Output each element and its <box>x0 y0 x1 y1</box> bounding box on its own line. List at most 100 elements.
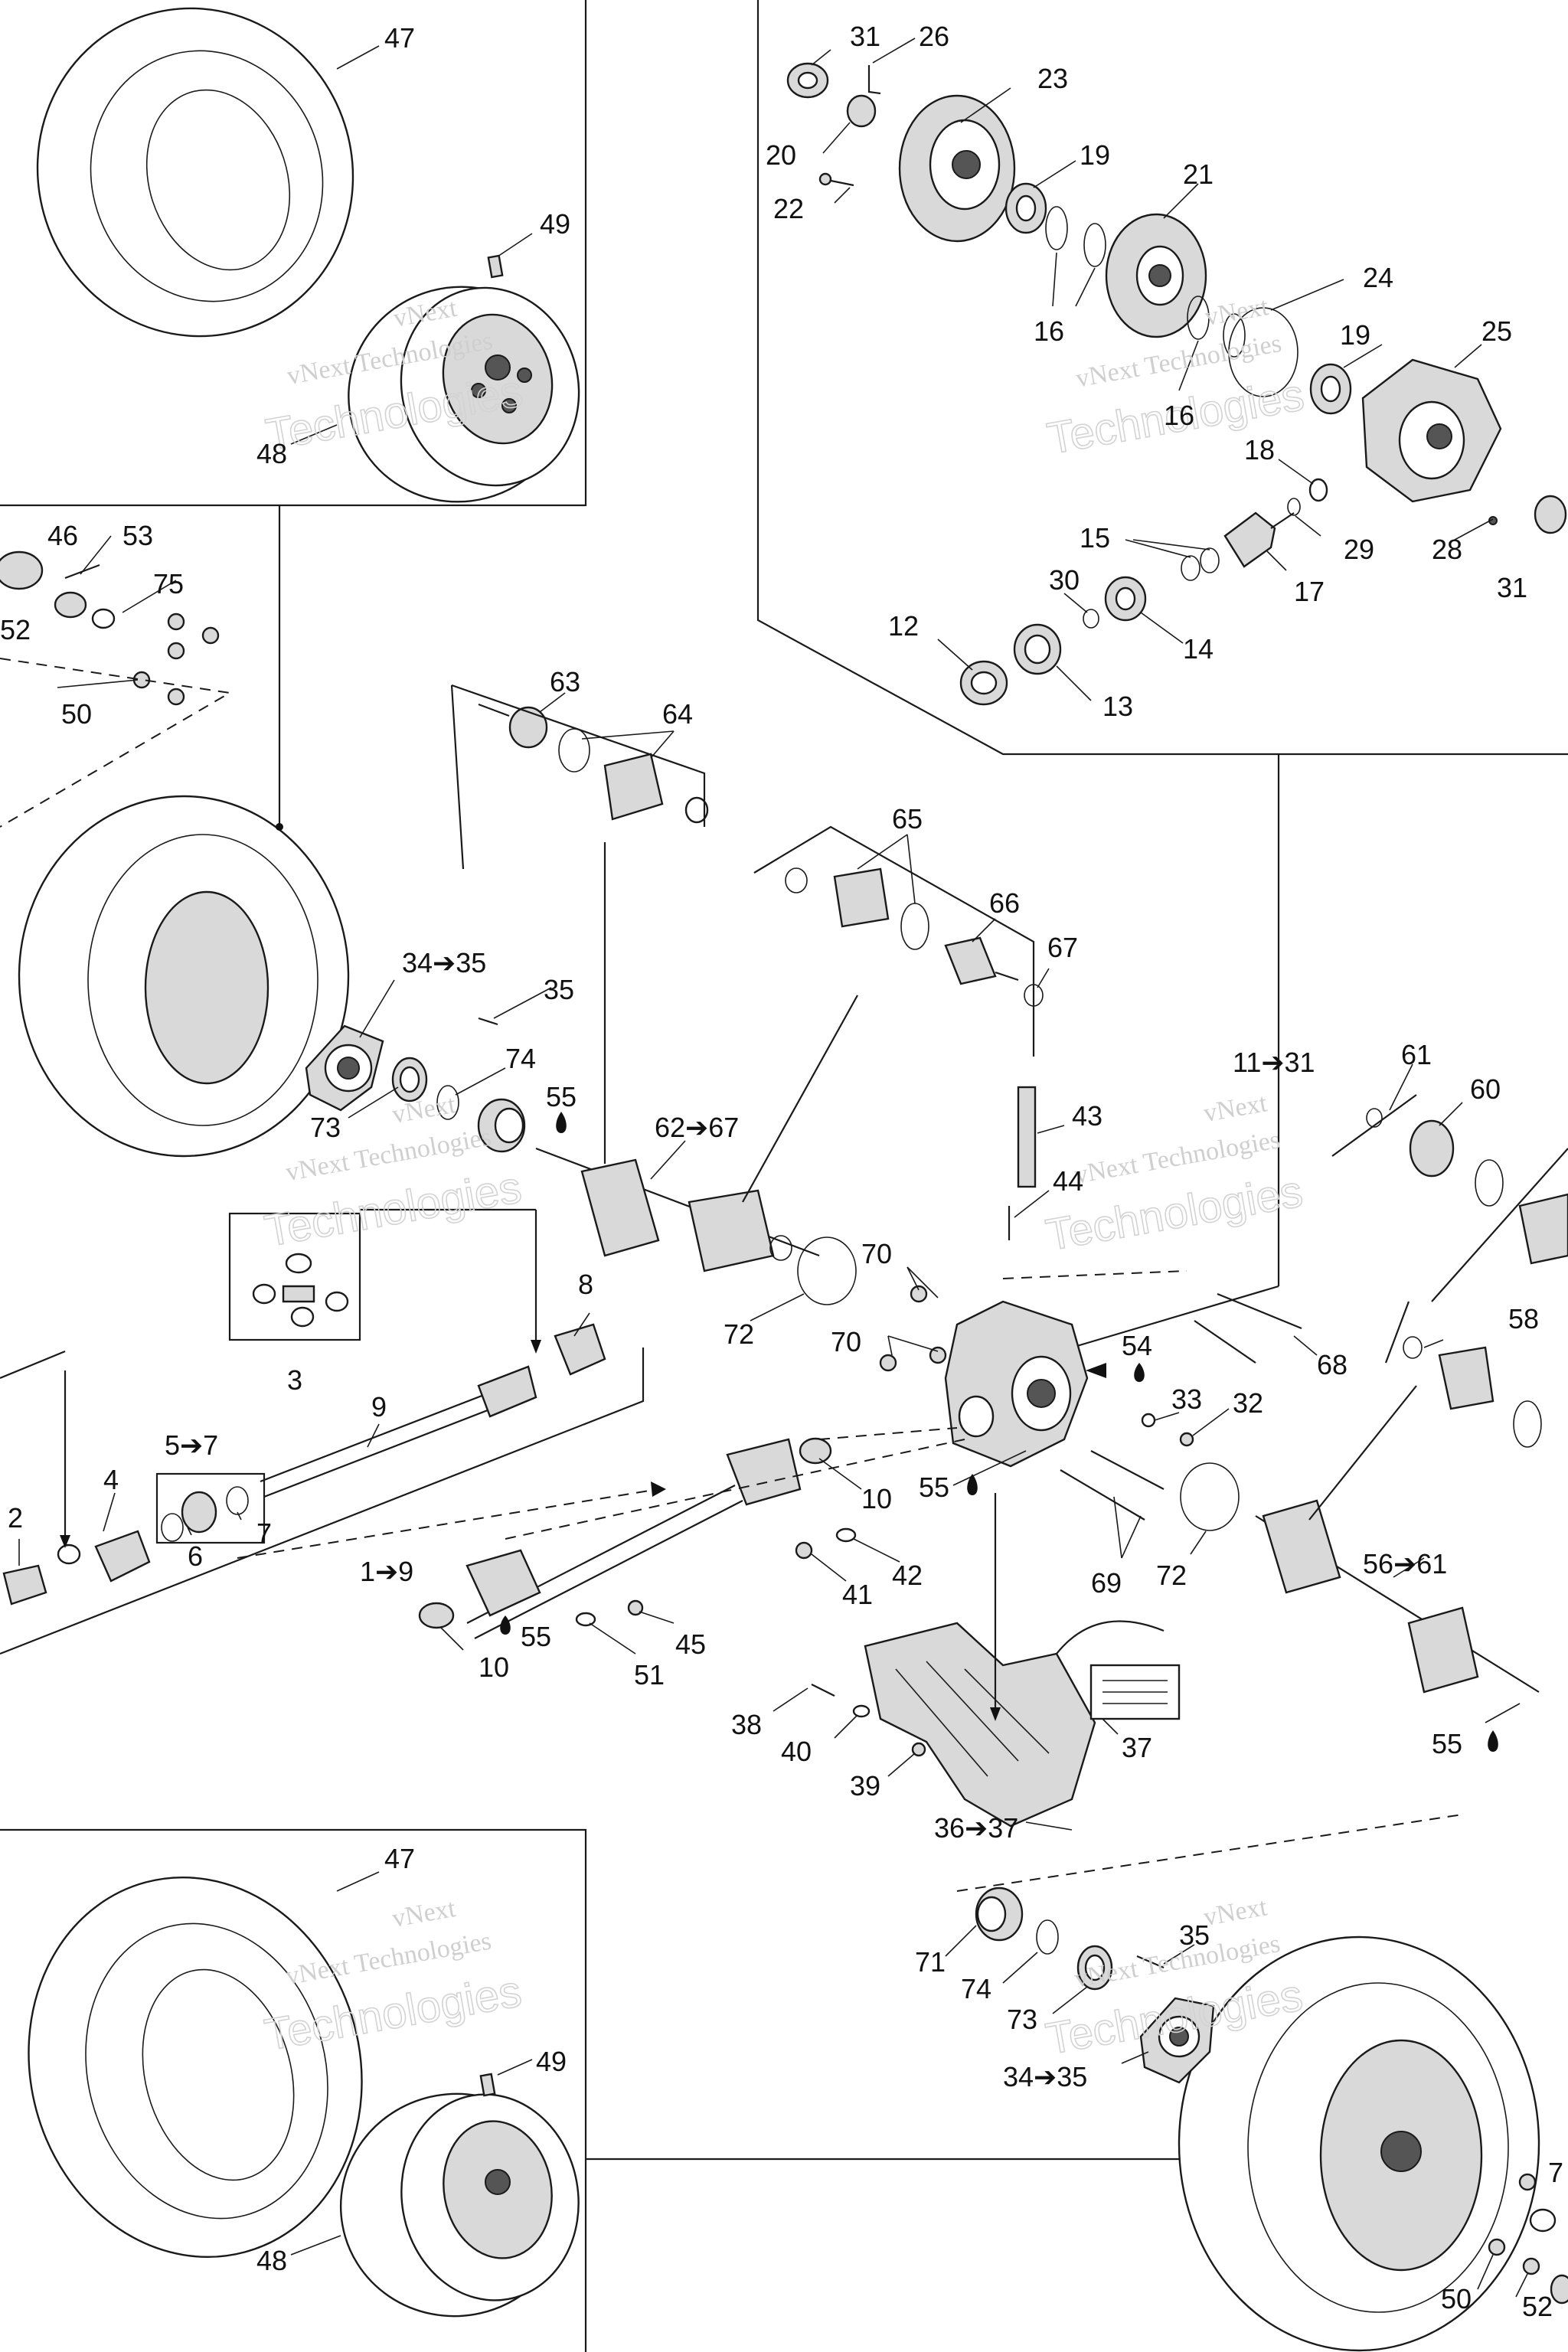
label-10-low: 10 <box>479 1651 509 1683</box>
bearing-19-top <box>1004 182 1047 234</box>
label-55-right: 55 <box>1432 1728 1462 1759</box>
kit-5-7 <box>161 1486 249 1542</box>
label-37 <box>1089 1664 1181 1720</box>
arrow-propshaft <box>651 1481 666 1497</box>
label-12: 12 <box>888 610 919 642</box>
cover-23 <box>898 94 1016 243</box>
cross-2 <box>2 1564 47 1606</box>
label-11-31: 11➔31 <box>1233 1047 1315 1078</box>
shims-15 <box>1181 547 1220 581</box>
label-72-right: 72 <box>1156 1560 1187 1591</box>
washer-75 <box>91 608 116 629</box>
breather-43 <box>1017 1086 1037 1188</box>
frame-top-left-wheel <box>0 0 587 507</box>
clamp-65 <box>900 903 929 950</box>
label-7: 7 <box>256 1517 272 1549</box>
bolt-22 <box>818 172 854 187</box>
label-6: 6 <box>188 1540 203 1572</box>
label-35-left: 35 <box>544 974 574 1005</box>
label-65: 65 <box>892 803 923 835</box>
seal-73-right <box>1076 1945 1113 1991</box>
ring-20 <box>846 94 877 128</box>
leader-11-31-b <box>1071 1285 1279 1349</box>
label-41: 41 <box>842 1579 873 1610</box>
hub-34-right <box>1139 1997 1215 2084</box>
drop-54 <box>1134 1363 1145 1382</box>
label-37: 37 <box>1122 1732 1152 1763</box>
guide-hub-right <box>956 1814 1463 1892</box>
label-62-67: 62➔67 <box>655 1112 739 1143</box>
label-31-top: 31 <box>850 21 880 52</box>
label-24: 24 <box>1363 262 1393 293</box>
arrow-54 <box>1086 1363 1106 1378</box>
valve-49-bottom <box>479 2073 496 2097</box>
frame-58 <box>1384 1301 1410 1364</box>
ring-29 <box>1287 498 1301 516</box>
label-33: 33 <box>1171 1383 1202 1415</box>
pinion-17 <box>1223 511 1295 568</box>
label-26: 26 <box>919 21 949 52</box>
guide-diff <box>1002 1270 1187 1279</box>
guide-propshaft-1 <box>237 1488 659 1559</box>
label-40: 40 <box>781 1736 812 1767</box>
ring-74-right <box>1036 1919 1059 1955</box>
label-69: 69 <box>1091 1567 1122 1599</box>
oring-72-right <box>1180 1462 1240 1531</box>
label-5-7: 5➔7 <box>165 1429 218 1461</box>
label-68: 68 <box>1317 1349 1348 1380</box>
label-25: 25 <box>1481 315 1512 347</box>
label-30: 30 <box>1049 564 1080 596</box>
housing-25 <box>1361 358 1502 503</box>
frame-60 <box>1331 1094 1417 1157</box>
bearing-71-right <box>975 1886 1024 1942</box>
svg-text:vNext: vNext <box>390 1894 458 1933</box>
axle-62-67 <box>535 1147 820 1272</box>
vent-26 <box>867 65 881 95</box>
svg-text:vNext: vNext <box>1201 1089 1269 1128</box>
frame-63-left <box>450 684 465 870</box>
label-61: 61 <box>1401 1039 1432 1070</box>
oring-24 <box>1228 307 1298 397</box>
bearing-71-left <box>477 1098 526 1153</box>
nut-cap-46 <box>0 550 44 590</box>
nuts-70 <box>879 1285 947 1372</box>
label-67: 67 <box>1047 932 1078 963</box>
label-4: 4 <box>103 1464 119 1495</box>
label-3: 3 <box>287 1364 302 1396</box>
label-31-right: 31 <box>1497 572 1527 603</box>
bolt-35-left <box>478 1017 498 1026</box>
label-35-right: 35 <box>1179 1919 1210 1951</box>
label-36-37: 36➔37 <box>934 1812 1018 1844</box>
label-46: 46 <box>47 520 78 551</box>
leaders <box>18 38 1528 2298</box>
shims-16-lower <box>1187 296 1246 358</box>
nut-41-42 <box>795 1527 857 1560</box>
kit-58 <box>1403 1336 1542 1448</box>
label-20: 20 <box>766 139 796 171</box>
guide-10 <box>818 1427 958 1440</box>
label-47-top: 47 <box>384 22 415 54</box>
label-45: 45 <box>675 1628 706 1660</box>
hub-34-left <box>305 1024 384 1112</box>
label-56-61: 56➔61 <box>1363 1548 1447 1579</box>
label-49-top: 49 <box>540 208 570 240</box>
label-73-right: 73 <box>1007 2004 1037 2035</box>
label-71: 71 <box>915 1946 946 1978</box>
label-15: 15 <box>1080 522 1110 554</box>
shaft-9 <box>260 1365 537 1498</box>
label-34-35-left: 34➔35 <box>402 947 486 978</box>
oring-72-left <box>797 1236 857 1305</box>
label-55-mid: 55 <box>919 1472 949 1503</box>
frame-bottom-left-wheel <box>0 1828 587 2352</box>
label-13: 13 <box>1102 691 1133 722</box>
ring-30 <box>1083 609 1099 629</box>
label-60: 60 <box>1470 1073 1501 1105</box>
bearing-13 <box>1013 623 1062 675</box>
bolts-69 <box>1060 1450 1165 1521</box>
label-48-bottom: 48 <box>256 2245 287 2276</box>
label-50-top: 50 <box>61 698 92 730</box>
axle-56-61 <box>1255 1499 1540 1694</box>
label-1-9: 1➔9 <box>360 1556 413 1587</box>
tire-47-top <box>36 7 354 338</box>
leader-58 <box>1308 1385 1417 1521</box>
